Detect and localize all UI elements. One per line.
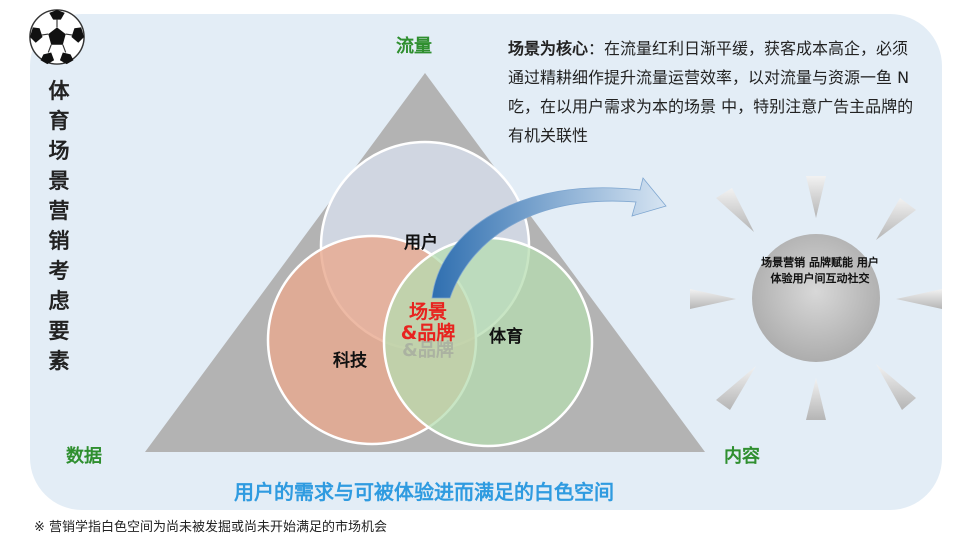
footnote: ※ 营销学指白色空间为尚未被发掘或尚未开始满足的市场机会 [34,520,388,535]
center-text-line1: 场景 [409,301,447,323]
description-body: ：在流量红利日渐平缓，获客成本高企，必须通过精耕细作提升流量运营效率，以对流量与… [508,39,914,145]
center-shadow-line2: &品牌 [402,339,454,361]
label-tech: 科技 [333,350,368,371]
label-content: 内容 [724,446,760,467]
label-flow: 流量 [396,36,432,57]
description-text: 场景为核心：在流量红利日渐平缓，获客成本高企，必须通过精耕细作提升流量运营效率，… [508,34,916,150]
label-user: 用户 [404,232,438,253]
bottom-tagline: 用户的需求与可被体验进而满足的白色空间 [234,480,614,504]
vertical-title: 体育场景营销考虑要素 [48,79,70,373]
curved-arrow [431,177,667,299]
soccer-ball-icon [29,9,85,65]
center-text-line2: &品牌 [401,321,456,344]
sun-icon [690,176,942,420]
label-sport: 体育 [489,326,523,347]
label-data: 数据 [66,446,102,467]
sun-text: 场景营销 品牌赋能 用户体验用户间互动社交 [761,256,879,285]
description-key: 场景为核心 [508,39,589,58]
